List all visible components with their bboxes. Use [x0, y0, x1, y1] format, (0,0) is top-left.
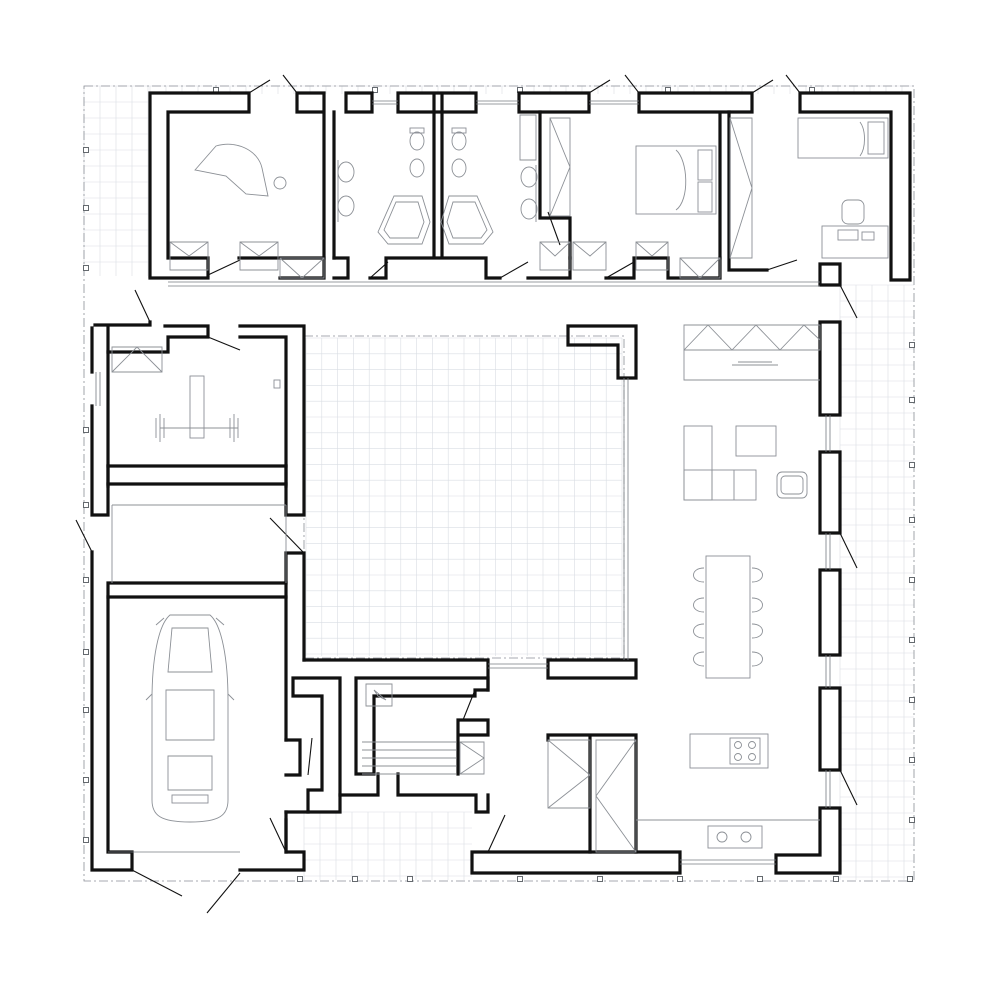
- toilet-icon: [409, 127, 467, 178]
- stair-treads: [362, 683, 485, 775]
- boundary-post: [909, 577, 915, 583]
- north-wing-wall: [148, 91, 251, 278]
- boundary-post: [909, 757, 915, 763]
- cooktop-icon: [689, 733, 769, 769]
- boundary-post: [372, 87, 378, 93]
- walls: [90, 91, 912, 875]
- paving-grid: [83, 85, 914, 880]
- boundary-post: [909, 637, 915, 643]
- boundary-post: [83, 777, 89, 783]
- dining-table-icon: [693, 555, 763, 679]
- boundary-post: [83, 577, 89, 583]
- desk-chair-icon: [821, 199, 889, 259]
- boundary-post: [83, 147, 89, 153]
- boundary-post: [83, 265, 89, 271]
- boundary-post: [83, 837, 89, 843]
- gym-wall: [90, 320, 152, 517]
- boundary-post: [83, 649, 89, 655]
- boundary-post: [909, 397, 915, 403]
- courtyard-corner: [566, 324, 638, 380]
- kitchen-cabinets: [683, 324, 821, 381]
- boundary-post: [909, 342, 915, 348]
- sofa-icon: [683, 425, 808, 501]
- boundary-post: [909, 817, 915, 823]
- boundary-post: [83, 427, 89, 433]
- boundary-post: [907, 876, 913, 882]
- double-bed-icon: [635, 145, 717, 215]
- boundary-post: [83, 502, 89, 508]
- grand-piano-icon: [194, 143, 287, 197]
- boundary-post: [909, 697, 915, 703]
- boundary-post: [517, 876, 523, 882]
- boundary-post: [297, 876, 303, 882]
- boundary-post: [833, 876, 839, 882]
- hall-bench: [111, 504, 287, 583]
- boundary-post: [909, 517, 915, 523]
- car-icon: [145, 614, 235, 823]
- boundary-post: [407, 876, 413, 882]
- stair-core: [291, 676, 342, 814]
- weight-bench-icon: [155, 375, 281, 442]
- boundary-post: [83, 707, 89, 713]
- boundary-posts: [83, 87, 915, 882]
- bathtub-icon: [377, 195, 494, 245]
- living-wing-wall: [818, 320, 842, 417]
- boundary-post: [352, 876, 358, 882]
- boundary-post: [757, 876, 763, 882]
- furniture-layer: [111, 114, 889, 853]
- storage-cabinets: [111, 114, 753, 373]
- boundary-post: [597, 876, 603, 882]
- single-bed-icon: [797, 117, 889, 159]
- pantry-cabinets: [547, 739, 637, 853]
- door-swings: [75, 74, 858, 914]
- boundary-post: [909, 462, 915, 468]
- window-glazing: [95, 100, 831, 865]
- boundary-post: [83, 205, 89, 211]
- sink-icon: [636, 819, 820, 849]
- washbasin-icon: [337, 160, 538, 222]
- garage-wall: [90, 550, 306, 872]
- boundary-post: [677, 876, 683, 882]
